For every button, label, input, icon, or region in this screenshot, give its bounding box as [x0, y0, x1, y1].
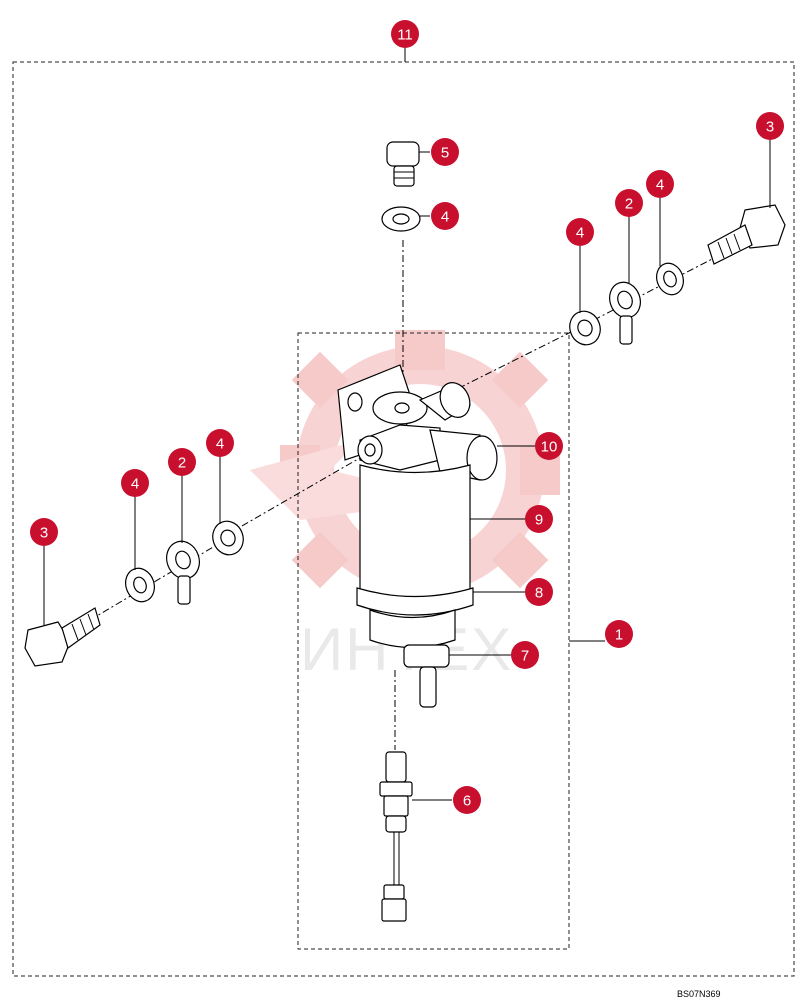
- callout-label: 4: [216, 436, 224, 453]
- plug-part: [386, 141, 420, 187]
- banjo-right-part: [609, 281, 641, 345]
- callout-5: 5: [431, 138, 459, 166]
- callout-11: 11: [391, 20, 419, 48]
- callout-label: 4: [656, 177, 664, 194]
- callout-circle: [535, 432, 563, 460]
- banjo-left-part: [166, 540, 200, 605]
- drain-plug-part: [403, 644, 450, 708]
- bolt-right-part: [707, 204, 786, 265]
- callout-circle: [431, 138, 459, 166]
- callout-circle: [525, 578, 553, 606]
- water-sensor-part: [379, 751, 413, 922]
- callout-circle: [30, 518, 58, 546]
- callout-4: 4: [566, 218, 594, 246]
- callout-label: 4: [576, 225, 584, 242]
- washer-top-part: [381, 206, 421, 232]
- callout-label: 5: [441, 145, 449, 162]
- callout-label: 1: [615, 627, 623, 644]
- callout-circle: [431, 202, 459, 230]
- callout-3: 3: [30, 518, 58, 546]
- callout-4: 4: [206, 429, 234, 457]
- washer-left-inner-part: [212, 520, 244, 556]
- axis-right: [444, 329, 576, 396]
- callout-circle: [121, 469, 149, 497]
- callout-label: 3: [40, 525, 48, 542]
- callout-label: 4: [131, 476, 139, 493]
- callout-circle: [615, 189, 643, 217]
- axis-left-outer: [89, 539, 226, 621]
- callout-circle: [391, 20, 419, 48]
- callout-6: 6: [453, 786, 481, 814]
- callout-4: 4: [121, 469, 149, 497]
- washer-left-outer-part: [125, 567, 155, 603]
- callout-4: 4: [646, 170, 674, 198]
- callout-circle: [566, 218, 594, 246]
- callout-circle: [605, 620, 633, 648]
- callout-circle: [168, 448, 196, 476]
- callout-label: 3: [766, 119, 774, 136]
- callout-label: 2: [625, 196, 633, 213]
- filter-ring-part: [356, 587, 474, 616]
- callout-3: 3: [756, 112, 784, 140]
- filter-bowl-part: [359, 464, 471, 599]
- callout-circle: [206, 429, 234, 457]
- callouts: 11 5 4 3 4 2 4 10 4 2 4 9 3 8 1 7 6: [30, 20, 784, 814]
- callout-label: 2: [178, 455, 186, 472]
- callout-label: 9: [535, 512, 543, 529]
- filter-assembly-frame: [297, 332, 570, 950]
- bolt-left-part: [24, 607, 101, 667]
- callout-7: 7: [511, 641, 539, 669]
- callout-circle: [646, 170, 674, 198]
- callout-10: 10: [535, 432, 563, 460]
- callout-4: 4: [431, 202, 459, 230]
- callout-circle: [756, 112, 784, 140]
- callout-1: 1: [605, 620, 633, 648]
- drawing-code: BS07N369: [677, 989, 721, 999]
- callout-label: 10: [541, 439, 558, 456]
- callout-9: 9: [525, 505, 553, 533]
- callout-label: 8: [535, 585, 543, 602]
- callout-label: 4: [441, 209, 449, 226]
- callout-label: 6: [463, 793, 471, 810]
- washer-right-outer-part: [656, 262, 684, 296]
- washer-right-inner-part: [569, 310, 601, 346]
- callout-label: 11: [397, 27, 413, 44]
- sediment-cup-part: [369, 609, 456, 649]
- assembly-frame: [12, 61, 795, 977]
- callout-2: 2: [615, 189, 643, 217]
- axis-right-outer: [589, 254, 721, 323]
- axis-left: [234, 454, 366, 531]
- callout-label: 7: [521, 648, 529, 665]
- callout-circle: [511, 641, 539, 669]
- filter-head-part: [337, 364, 498, 481]
- callout-circle: [525, 505, 553, 533]
- callout-8: 8: [525, 578, 553, 606]
- callout-circle: [453, 786, 481, 814]
- callout-2: 2: [168, 448, 196, 476]
